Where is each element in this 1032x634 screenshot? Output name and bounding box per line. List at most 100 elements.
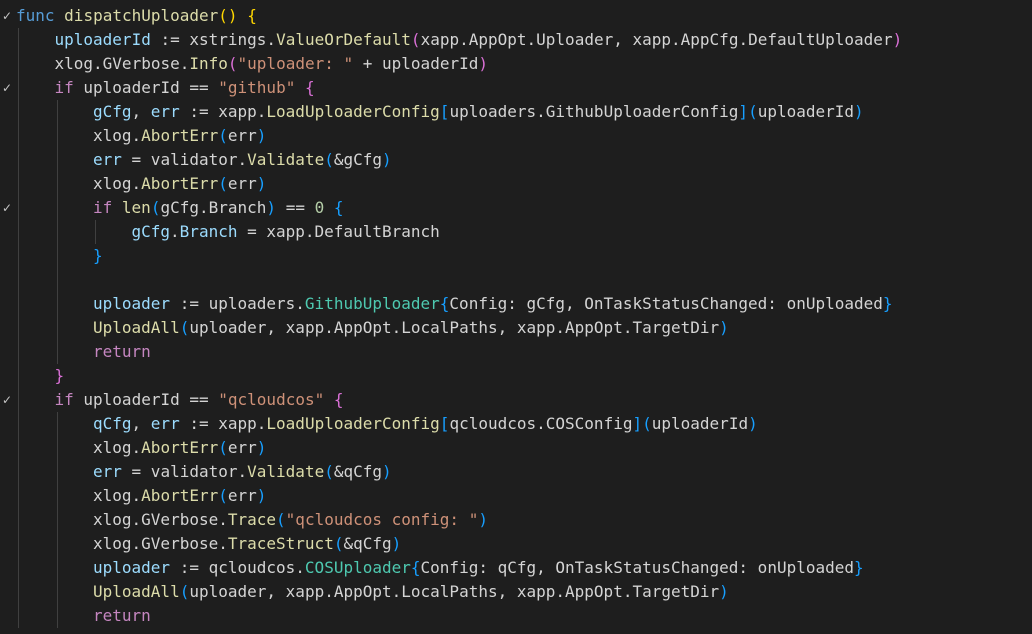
code-token: "qcloudcos config: " (285, 510, 479, 529)
code-text: xlog.AbortErr(err) (93, 484, 266, 508)
code-line[interactable]: xlog.AbortErr(err) (0, 172, 1032, 196)
code-token: qcloudcos.COSConfig (449, 414, 633, 433)
code-line[interactable]: return (0, 604, 1032, 628)
code-text: uploader := qcloudcos.COSUploader{Config… (93, 556, 864, 580)
code-token: ( (410, 30, 421, 49)
code-token: func (16, 6, 55, 25)
code-line[interactable]: ✓func dispatchUploader() { (0, 4, 1032, 28)
code-token: ) (256, 126, 267, 145)
code-token: . (170, 222, 180, 241)
code-token: uploaderId (651, 414, 749, 433)
code-token: ] (738, 102, 749, 121)
code-token: ) (391, 534, 402, 553)
code-token: ( (218, 486, 228, 505)
code-token: "github" (218, 78, 296, 97)
code-token: ( (227, 54, 238, 73)
code-text: xlog.AbortErr(err) (93, 436, 266, 460)
code-token: Trace (227, 510, 277, 529)
code-line[interactable]: ✓if uploaderId == "qcloudcos" { (0, 388, 1032, 412)
code-line[interactable]: gCfg.Branch = xapp.DefaultBranch (0, 220, 1032, 244)
code-line[interactable]: xlog.AbortErr(err) (0, 436, 1032, 460)
code-token: := qcloudcos. (170, 558, 305, 577)
code-token: xlog.GVerbose. (93, 534, 228, 553)
code-token: AbortErr (141, 438, 219, 457)
code-token: , (131, 414, 151, 433)
code-line[interactable]: xlog.GVerbose.Info("uploader: " + upload… (0, 52, 1032, 76)
code-line[interactable]: err = validator.Validate(&gCfg) (0, 148, 1032, 172)
code-token: { (410, 558, 421, 577)
code-token: ) (382, 462, 392, 481)
code-token (238, 6, 248, 25)
chevron-down-icon[interactable]: ✓ (1, 201, 13, 215)
code-token: TraceStruct (227, 534, 334, 553)
code-line[interactable]: uploader := qcloudcos.COSUploader{Config… (0, 556, 1032, 580)
code-token: ( (324, 462, 334, 481)
code-text: } (55, 364, 65, 388)
code-token: uploader, xapp.AppOpt.LocalPaths, xapp.A… (189, 582, 720, 601)
code-text: } (93, 244, 103, 268)
code-token: Validate (247, 462, 325, 481)
code-token: ( (748, 102, 758, 121)
code-token: = validator. (121, 462, 248, 481)
code-line[interactable]: ✓if len(gCfg.Branch) == 0 { (0, 196, 1032, 220)
code-token: ( (276, 510, 286, 529)
code-line[interactable]: xlog.GVerbose.Trace("qcloudcos config: "… (0, 508, 1032, 532)
code-token: "qcloudcos" (218, 390, 325, 409)
code-token: return (93, 342, 151, 361)
code-line[interactable]: gCfg, err := xapp.LoadUploaderConfig[upl… (0, 100, 1032, 124)
code-token: { (333, 390, 344, 409)
code-token: COSUploader (304, 558, 411, 577)
code-token: ) (892, 30, 903, 49)
code-line[interactable]: } (0, 364, 1032, 388)
chevron-down-icon[interactable]: ✓ (1, 9, 13, 23)
code-line[interactable]: uploaderId := xstrings.ValueOrDefault(xa… (0, 28, 1032, 52)
code-line[interactable]: xlog.AbortErr(err) (0, 124, 1032, 148)
code-token: ) (256, 438, 267, 457)
code-text: uploader := uploaders.GithubUploader{Con… (93, 292, 893, 316)
code-token: xlog. (93, 126, 142, 145)
code-text: xlog.GVerbose.Info("uploader: " + upload… (55, 52, 489, 76)
code-line[interactable]: } (0, 244, 1032, 268)
code-token: uploaderId (54, 30, 151, 49)
code-line[interactable]: qCfg, err := xapp.LoadUploaderConfig[qcl… (0, 412, 1032, 436)
code-token: err (93, 150, 122, 169)
code-token: err (227, 438, 257, 457)
code-line[interactable]: uploader := uploaders.GithubUploader{Con… (0, 292, 1032, 316)
code-token (55, 6, 65, 25)
code-token: qCfg (93, 414, 132, 433)
code-line[interactable]: return (0, 340, 1032, 364)
code-token: 0 (314, 198, 325, 217)
chevron-down-icon[interactable]: ✓ (1, 81, 13, 95)
code-line[interactable]: UploadAll(uploader, xapp.AppOpt.LocalPat… (0, 316, 1032, 340)
code-token: ] (632, 414, 643, 433)
code-token: ) (719, 582, 729, 601)
code-token: xlog.GVerbose. (93, 510, 228, 529)
code-line[interactable] (0, 268, 1032, 292)
code-token: UploadAll (93, 318, 180, 337)
code-line[interactable]: ✓if uploaderId == "github" { (0, 76, 1032, 100)
code-token: uploader, xapp.AppOpt.LocalPaths, xapp.A… (189, 318, 720, 337)
chevron-down-icon[interactable]: ✓ (1, 393, 13, 407)
code-token: { (333, 198, 344, 217)
code-token: ( (179, 318, 190, 337)
code-token: ( (324, 150, 334, 169)
code-token: ) (256, 174, 267, 193)
code-token: ) (854, 102, 864, 121)
code-token: ( (218, 438, 228, 457)
code-token: = xapp.DefaultBranch (237, 222, 440, 241)
code-text: xlog.GVerbose.Trace("qcloudcos config: "… (93, 508, 488, 532)
code-token: uploader (93, 294, 171, 313)
code-line[interactable]: xlog.GVerbose.TraceStruct(&qCfg) (0, 532, 1032, 556)
code-token: ( (218, 126, 228, 145)
code-token: { (247, 6, 257, 25)
code-token: dispatchUploader (64, 6, 219, 25)
code-line[interactable]: err = validator.Validate(&qCfg) (0, 460, 1032, 484)
code-text: uploaderId := xstrings.ValueOrDefault(xa… (55, 28, 903, 52)
code-line[interactable]: xlog.AbortErr(err) (0, 484, 1032, 508)
code-token: ( (642, 414, 652, 433)
code-line[interactable]: UploadAll(uploader, xapp.AppOpt.LocalPat… (0, 580, 1032, 604)
code-token (324, 198, 334, 217)
code-token: xapp.AppOpt.Uploader, xapp.AppCfg.Defaul… (420, 30, 893, 49)
code-token: + uploaderId (353, 54, 479, 73)
